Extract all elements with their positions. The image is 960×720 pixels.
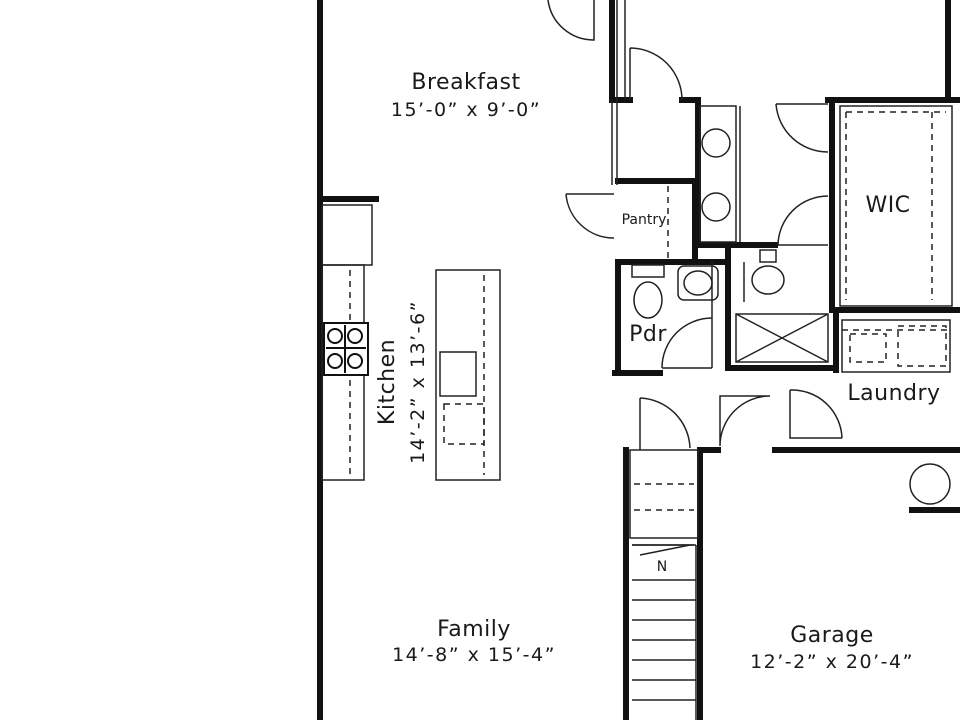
kitchen-room-dims: 14’-2” x 13’-6”	[407, 300, 429, 464]
powder-room-name: Pdr	[629, 322, 667, 347]
thin-lines	[321, 0, 953, 720]
doors	[547, 0, 843, 450]
family-room-name: Family	[437, 617, 511, 642]
garage-room-name: Garage	[790, 623, 874, 648]
stair-direction-label: N	[657, 559, 667, 575]
garage-room-dims: 12’-2” x 20’-4”	[750, 651, 914, 673]
walls	[317, 0, 960, 720]
kitchen-room-name: Kitchen	[375, 339, 400, 425]
wic-room-name: WIC	[865, 193, 910, 218]
breakfast-room-dims: 15’-0” x 9’-0”	[391, 99, 541, 121]
breakfast-room-name: Breakfast	[411, 70, 520, 95]
laundry-room-name: Laundry	[847, 381, 940, 406]
cooktop-icon	[323, 322, 369, 376]
family-room-dims: 14’-8” x 15’-4”	[392, 644, 556, 666]
pantry-room-name: Pantry	[622, 212, 667, 228]
